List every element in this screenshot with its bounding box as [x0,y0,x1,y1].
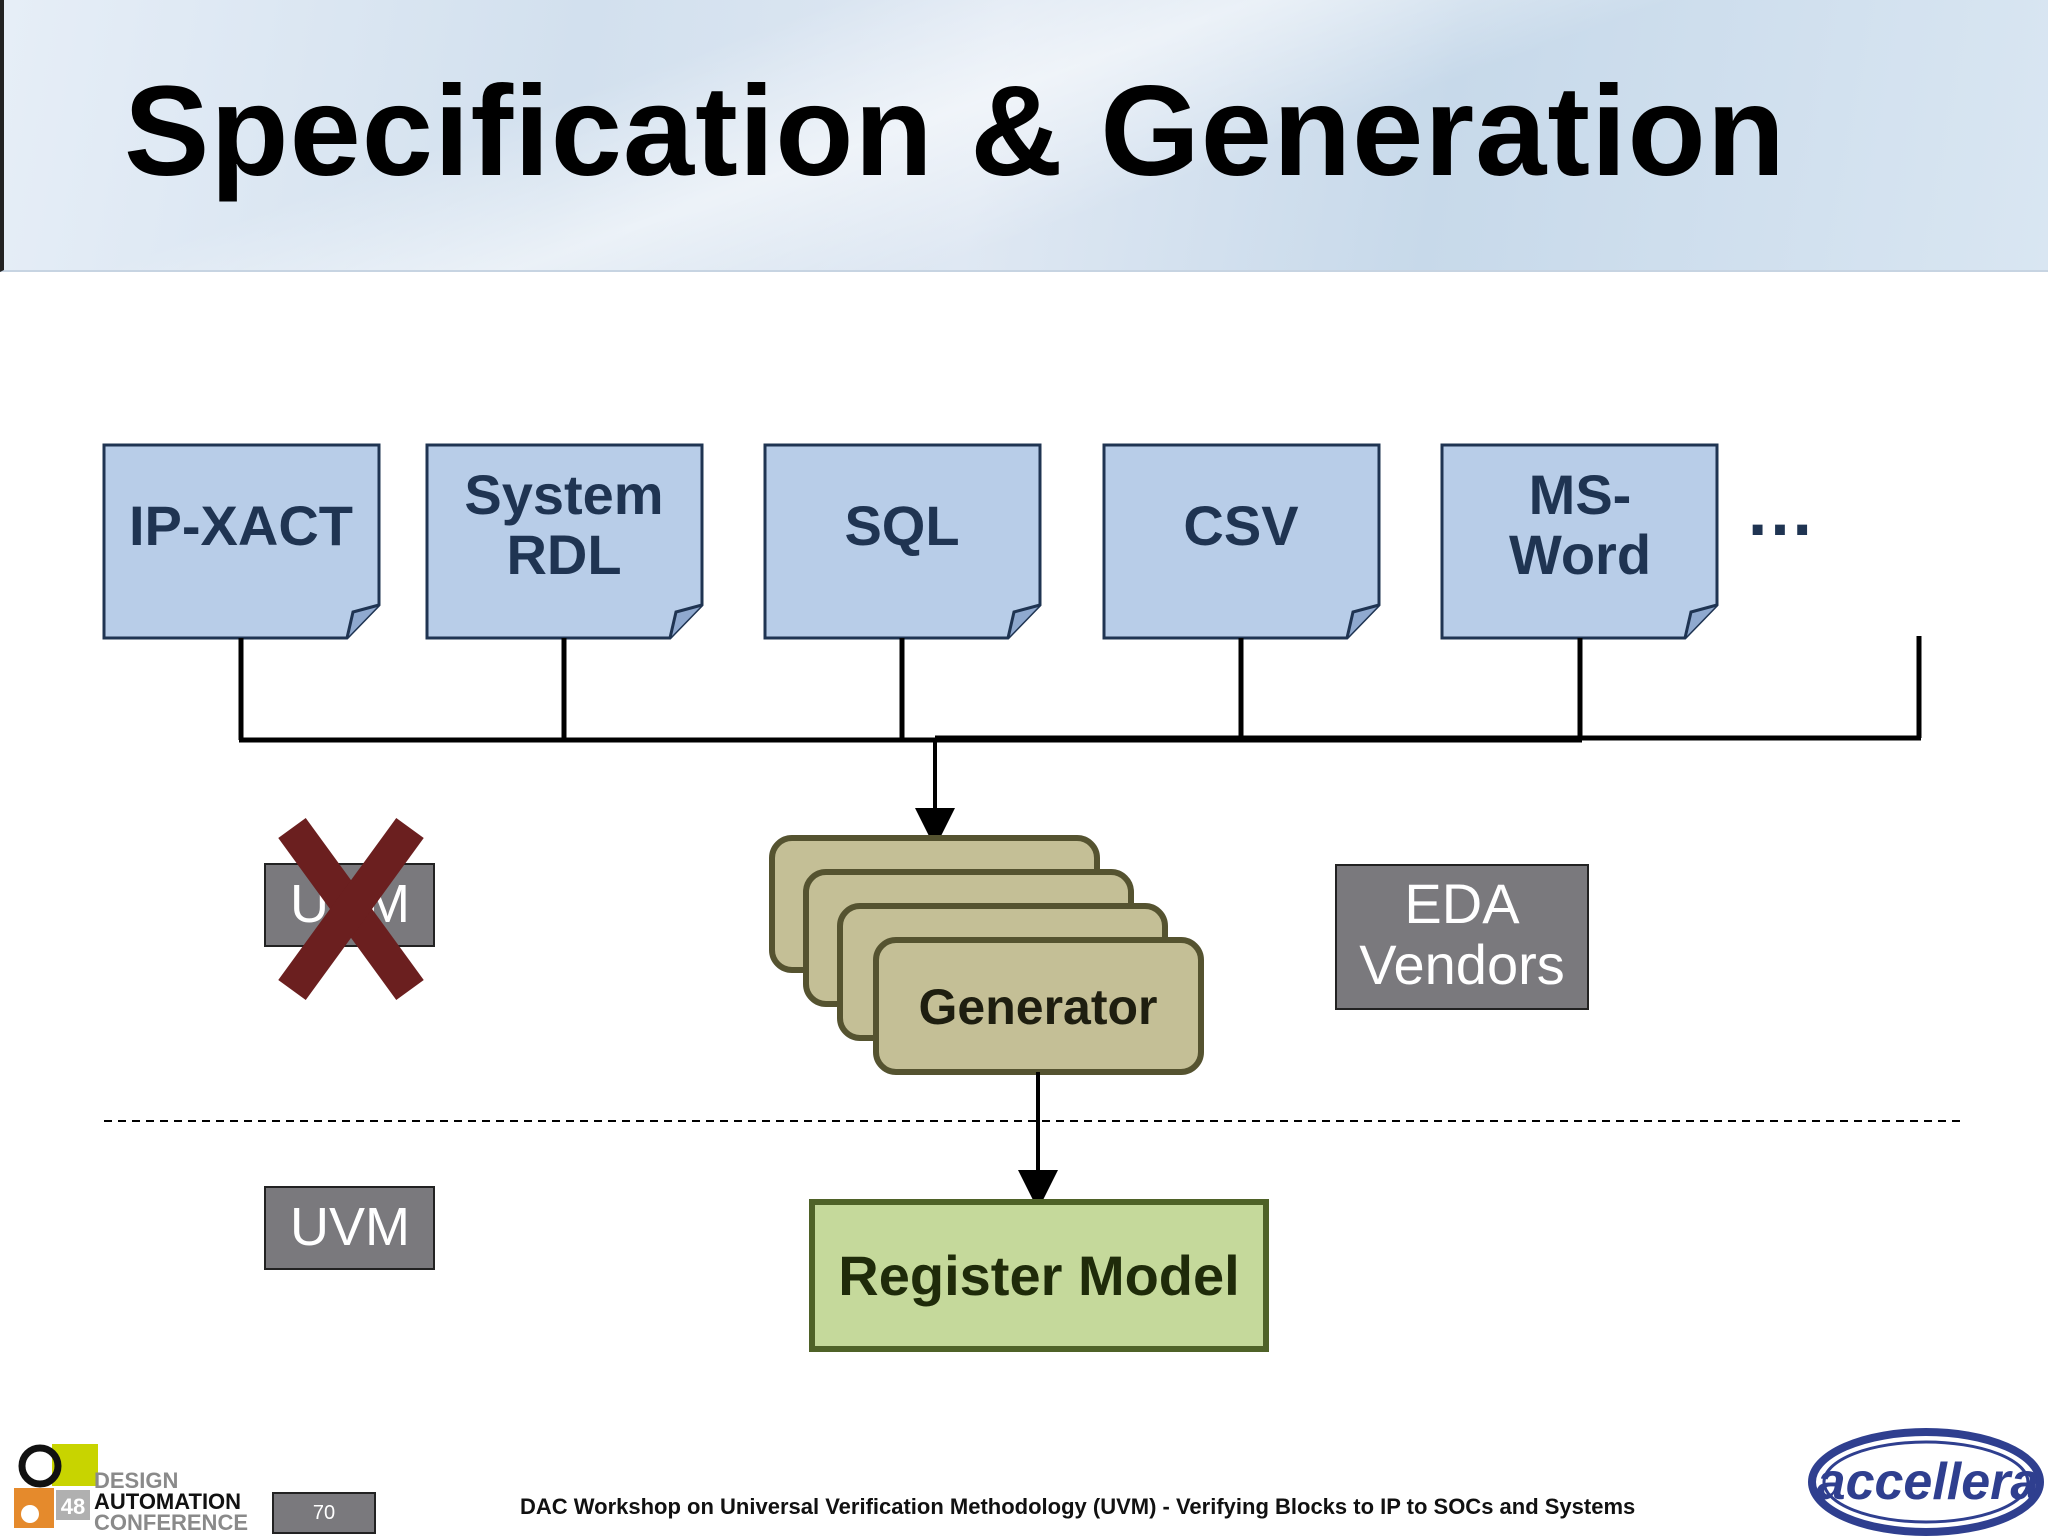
doc-sql-label: SQL [844,494,959,557]
eda-vendors-label-2: Vendors [1359,933,1565,996]
crossed-uvm: UVM [264,817,435,1001]
dac-logo-ring [18,1444,62,1488]
uvm-box [264,1186,435,1270]
dac-logo-number: 48 [61,1494,85,1519]
cross-mark-icon [278,817,424,1001]
doc-system-rdl-label-2: RDL [506,523,621,586]
dac-logo: 48 [14,1444,98,1528]
doc-system-rdl-label-1: System [464,463,663,526]
eda-vendors-box [1335,864,1589,1010]
doc-csv: CSV [1102,443,1381,640]
dac-logo-text: DESIGN AUTOMATION CONFERENCE [94,1468,249,1535]
doc-ms-word-label-2: Word [1509,523,1651,586]
accellera-logo-text: accellera [1817,1453,2040,1511]
doc-ip-xact-label: IP-XACT [129,494,353,557]
title-band [0,0,2048,272]
more-inputs-ellipsis: … [1745,472,1815,550]
generator-label: Generator [919,979,1158,1035]
page-number: 70 [272,1492,376,1534]
dac-logo-line3: CONFERENCE [94,1510,249,1535]
dac-logo-line1: DESIGN [94,1468,179,1493]
accellera-logo: accellera [1808,1428,2044,1536]
slide-title: Specification & Generation [124,60,1786,203]
generator-stack: Generator [769,835,1204,1075]
doc-ms-word-label-1: MS- [1529,463,1632,526]
footer-text: DAC Workshop on Universal Verification M… [520,1494,1636,1519]
input-bus [238,636,1922,743]
eda-vendors-label-1: EDA [1404,872,1520,935]
register-model: Register Model [809,1199,1269,1352]
uvm: UVM [264,1186,435,1270]
eda-vendors: EDA Vendors [1335,864,1589,1010]
doc-ms-word: MS- Word [1440,443,1719,640]
uvm-label: UVM [290,1197,410,1257]
doc-sql: SQL [763,443,1042,640]
dac-logo-line2: AUTOMATION [94,1489,242,1514]
doc-csv-label: CSV [1183,494,1298,557]
register-model-box [809,1199,1269,1352]
register-model-label: Register Model [838,1244,1239,1307]
doc-ip-xact: IP-XACT [102,443,381,640]
doc-system-rdl: System RDL [425,443,704,640]
